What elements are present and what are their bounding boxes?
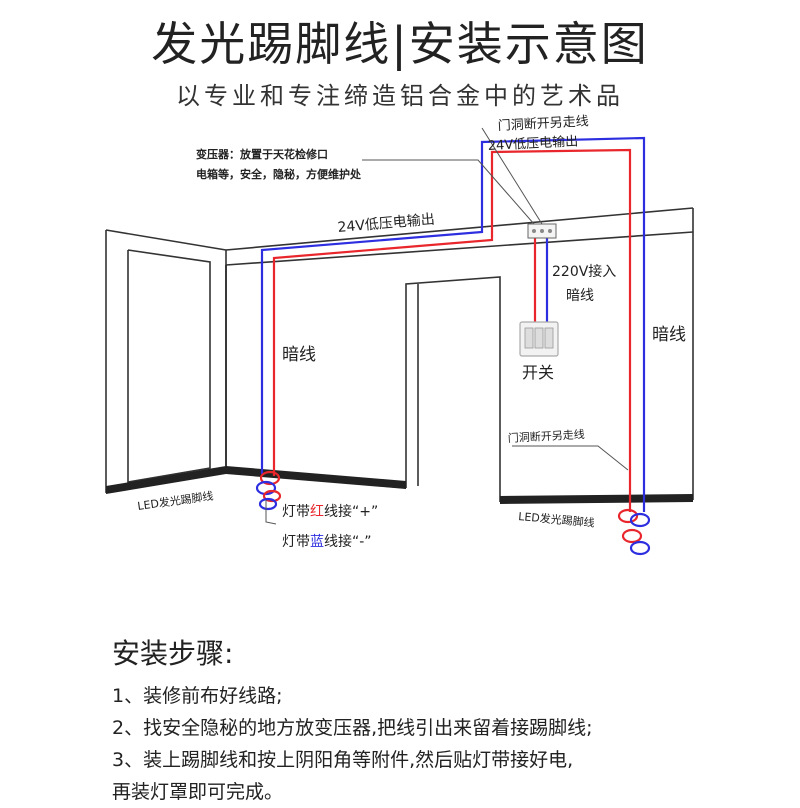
ceiling-edge-top — [225, 207, 694, 251]
wire-coils-left — [255, 470, 282, 511]
red-wire-left — [272, 148, 632, 512]
red-wire-note-suffix: 线接“+” — [324, 503, 378, 520]
red-coil-left-2 — [262, 489, 282, 503]
blue-wire-note: 灯带蓝线接“-” — [282, 533, 372, 550]
step-item-1: 1、装修前布好线路; — [112, 685, 283, 707]
red-coil-right-1 — [617, 508, 639, 524]
page-title: 发光踢脚线|安装示意图 — [151, 17, 649, 71]
blue-wire-note-suffix: 线接“-” — [324, 533, 372, 550]
blue-coil-left-2 — [258, 497, 278, 511]
red-wire-note: 灯带红线接“+” — [282, 503, 378, 520]
installation-steps: 安装步骤: 1、装修前布好线路; 2、找安全隐秘的地方放变压器,把线引出来留着接… — [112, 632, 772, 808]
red-wire-note-prefix: 灯带 — [282, 504, 310, 520]
room-outline — [105, 207, 694, 503]
steps-heading: 安装步骤: — [112, 637, 234, 670]
transformer-leader — [362, 159, 535, 225]
red-wire-note-colorword: 红 — [310, 504, 324, 520]
left-wall-top — [105, 229, 227, 251]
skirting-left-wall — [106, 466, 226, 494]
red-note-leader — [265, 500, 277, 525]
led-label-right: LED发光踢脚线 — [518, 509, 595, 530]
input-220v-line1: 220V接入 — [552, 263, 616, 280]
door-note-bottom-leader — [512, 445, 629, 471]
page-subtitle: 以专业和专注缔造铝合金中的艺术品 — [176, 82, 624, 110]
door-opening — [405, 276, 501, 502]
blue-coil-right-1 — [629, 512, 651, 528]
step-item-3: 3、装上踢脚线和按上阴阳角等附件,然后贴灯带接好电, — [112, 749, 574, 771]
red-coil-left-1 — [259, 470, 281, 486]
wire-coils-right — [617, 508, 651, 556]
hidden-wire-left-label: 暗线 — [282, 345, 316, 365]
led-label-left: LED发光踢脚线 — [136, 488, 214, 513]
junction-dot-3 — [548, 229, 552, 233]
transformer-note-line1: 变压器：放置于天花检修口 — [196, 147, 328, 161]
red-coil-right-2 — [621, 528, 643, 544]
blue-wire-note-colorword: 蓝 — [310, 534, 324, 550]
wires — [260, 136, 646, 512]
junction-dot-1 — [532, 229, 536, 233]
step-item-4: 再装灯罩即可完成。 — [112, 781, 284, 803]
hidden-wire-right-label: 暗线 — [652, 325, 686, 345]
transformer-note-line2: 电箱等，安全，隐秘，方便维护处 — [196, 167, 362, 181]
door-note-bottom-label: 门洞断开另走线 — [507, 427, 585, 445]
blue-wire-left — [260, 136, 646, 512]
junction-dot-2 — [540, 229, 544, 233]
door-note-top-line1: 门洞断开另走线 — [497, 114, 589, 134]
door-note-top-line2: 24V低压电输出 — [487, 133, 578, 154]
blue-coil-right-2 — [629, 540, 651, 556]
transformer-junction — [527, 223, 557, 239]
skirting-back-left — [226, 466, 406, 489]
step-item-2: 2、找安全隐秘的地方放变压器,把线引出来留着接踢脚线; — [112, 717, 593, 739]
switch-key-2 — [534, 327, 544, 349]
leader-lines — [265, 127, 629, 525]
door-note-top-leader — [481, 127, 543, 225]
left-inner-panel — [127, 249, 211, 483]
switch-key-1 — [524, 327, 534, 349]
switch-label: 开关 — [522, 363, 554, 382]
skirting-back-right — [500, 494, 693, 504]
input-220v-line2: 暗线 — [566, 288, 594, 304]
switch-key-3 — [544, 327, 554, 349]
ceiling-edge-bottom — [225, 231, 694, 266]
blue-wire-note-prefix: 灯带 — [282, 534, 310, 550]
left-wall — [105, 230, 227, 493]
switch-panel — [519, 321, 559, 357]
